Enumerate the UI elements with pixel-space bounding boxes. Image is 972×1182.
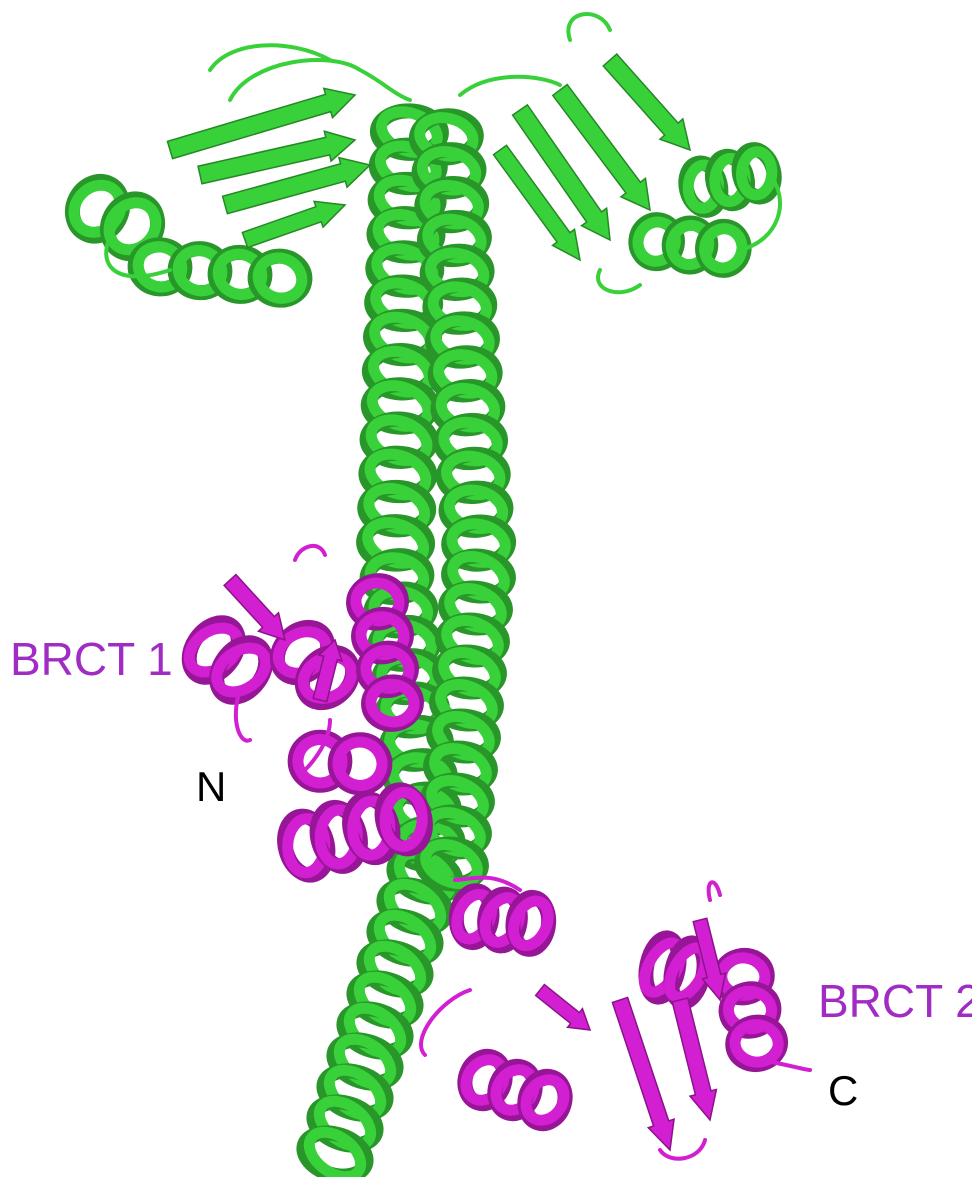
head-right-loop-1 xyxy=(568,14,610,40)
brct2-helix-b xyxy=(458,1051,572,1129)
n-terminus-label: N xyxy=(196,766,226,808)
brct1-helix-d xyxy=(292,733,389,792)
head-right-loop-4 xyxy=(598,270,640,292)
brct2-label: BRCT 2 xyxy=(818,978,972,1024)
brct1-helix-a xyxy=(179,613,276,706)
c-terminus-label: C xyxy=(828,1070,858,1112)
brct2-strand-1 xyxy=(612,997,674,1150)
brct2-strand-4 xyxy=(536,985,590,1030)
helix-turn-front xyxy=(733,1022,780,1064)
brct2-loop-3 xyxy=(709,882,720,900)
head-right-helix-b xyxy=(632,216,748,274)
brct1-label: BRCT 1 xyxy=(10,636,173,682)
brct2-helix-a xyxy=(450,889,555,951)
head-left-strand-4 xyxy=(242,201,345,247)
brct2-strand-2 xyxy=(672,998,716,1120)
head-left-loop-2 xyxy=(230,60,410,100)
brct2-helix-d xyxy=(716,951,785,1068)
brct2-loop-1 xyxy=(421,990,470,1055)
head-right-loop-2 xyxy=(460,77,560,95)
brct1-loop-1 xyxy=(295,546,325,560)
head-right-strand-1 xyxy=(603,54,690,150)
head-right-helix-a xyxy=(681,146,779,214)
